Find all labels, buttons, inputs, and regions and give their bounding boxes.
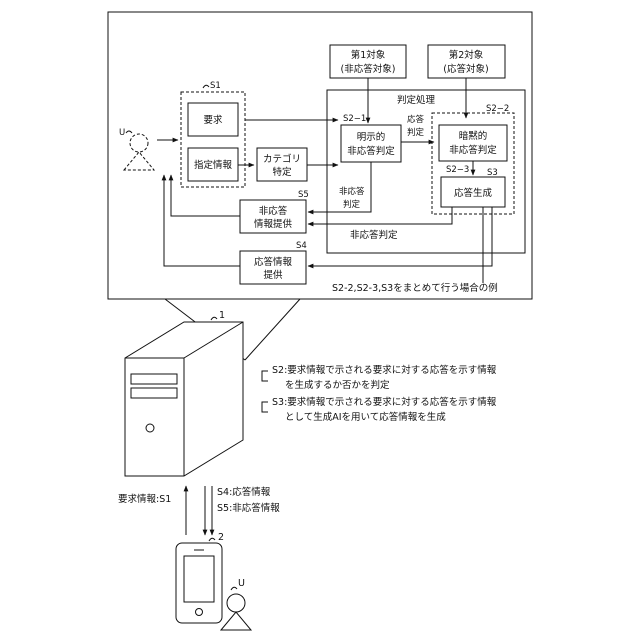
target1-label-line2: (非応答対象) — [341, 63, 396, 75]
server-number: 1 — [219, 310, 225, 321]
implicit-judge-line2: 非応答判定 — [449, 144, 497, 156]
user-bottom-tick — [231, 587, 237, 590]
s3-desc-line1: S3:要求情報で示される要求に対する応答を示す情報 — [272, 396, 497, 408]
server-illustration — [125, 322, 243, 476]
phone-number: 2 — [218, 532, 224, 543]
server-number-tick — [211, 317, 217, 320]
caption-text: S2-2,S2-3,S3をまとめて行う場合の例 — [332, 282, 498, 294]
s2-1-label: S2−1 — [343, 114, 366, 124]
target2-label-line2: (応答対象) — [443, 63, 488, 75]
s2-3-label: S2−3 — [446, 165, 469, 175]
category-label-line1: カテゴリ — [263, 153, 301, 165]
implicit-judge-line1: 暗黙的 — [459, 130, 488, 142]
nonresp-judge2-label: 非応答判定 — [350, 229, 398, 241]
s2-desc-line1: S2:要求情報で示される要求に対する応答を示す情報 — [272, 364, 497, 376]
s2-desc-line2: を生成するか否かを判定 — [285, 379, 390, 391]
user-label-bottom: U — [238, 578, 245, 589]
category-label-line2: 特定 — [272, 166, 292, 178]
resp-info-line1: 応答情報 — [254, 256, 293, 268]
explicit-judge-line2: 非応答判定 — [347, 145, 395, 157]
s3-desc-bracket — [262, 402, 268, 412]
s1-label: S1 — [210, 81, 221, 91]
s3-desc-line2: として生成AIを用いて応答情報を生成 — [285, 411, 446, 423]
s2-2-label: S2−2 — [486, 104, 509, 114]
phone-number-tick — [209, 538, 215, 541]
user-body-bottom — [221, 612, 251, 630]
callout-line-right — [245, 299, 300, 360]
s5-nonresp-label: S5:非応答情報 — [217, 502, 280, 514]
s2-desc-bracket — [262, 371, 268, 381]
response-judge-line2: 判定 — [407, 127, 425, 138]
spec-info-label: 指定情報 — [194, 159, 233, 171]
response-judge-line1: 応答 — [407, 114, 425, 125]
judgment-process-label: 判定処理 — [397, 94, 436, 106]
gen-label: 応答生成 — [454, 187, 493, 199]
s4-label: S4 — [296, 241, 307, 251]
nonresp-judge1-line2: 判定 — [343, 199, 361, 210]
target2-label-line1: 第2対象 — [449, 49, 484, 61]
nonresp-info-line1: 非応答 — [259, 205, 288, 217]
nonresp-info-line2: 情報提供 — [254, 218, 293, 230]
nonresp-judge1-line1: 非応答 — [339, 186, 365, 197]
request-label: 要求 — [203, 114, 223, 126]
smartphone-illustration — [176, 543, 222, 623]
resp-info-line2: 提供 — [263, 269, 283, 281]
target1-label-line1: 第1対象 — [351, 49, 386, 61]
explicit-judge-line1: 明示的 — [357, 131, 386, 143]
user-label-top: U — [119, 128, 125, 138]
user-head-bottom — [227, 594, 245, 612]
s5-label: S5 — [298, 190, 309, 200]
s4-resp-label: S4:応答情報 — [217, 486, 271, 498]
request-info-label: 要求情報:S1 — [118, 493, 171, 505]
